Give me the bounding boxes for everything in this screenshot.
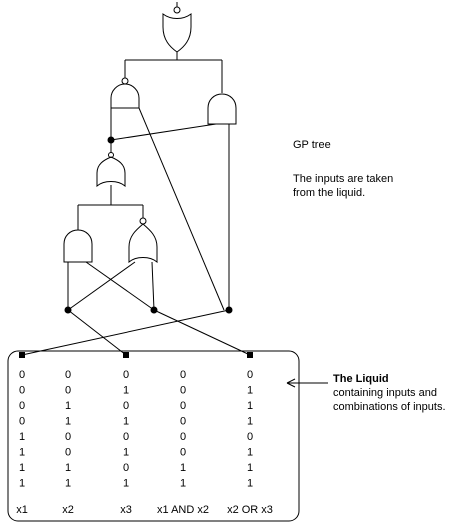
table-cell: 1 (65, 478, 71, 490)
table-cell: 0 (19, 400, 25, 412)
table-cell: 0 (180, 431, 186, 443)
table-column-header: x2 OR x3 (227, 504, 273, 516)
junction-node (107, 136, 115, 144)
table-cell: 1 (123, 385, 129, 397)
table-cell: 1 (123, 478, 129, 490)
bottom-left-and-gate (63, 229, 93, 263)
table-cell: 0 (65, 385, 71, 397)
table-cell: 0 (180, 385, 186, 397)
table-cell: 0 (19, 416, 25, 428)
table-cell: 1 (19, 431, 25, 443)
table-cell: 0 (65, 431, 71, 443)
table-cell: 1 (247, 400, 253, 412)
table-cell: 1 (180, 462, 186, 474)
root-or-gate (162, 2, 192, 53)
table-cell: 1 (65, 462, 71, 474)
liquid-pin-1 (19, 352, 25, 358)
left-and-gate (110, 77, 140, 109)
table-cell: 1 (247, 447, 253, 459)
gp-tree-description: The inputs are taken from the liquid. (293, 172, 443, 200)
table-column-header: x2 (62, 504, 74, 516)
table-column-header: x1 AND x2 (157, 504, 209, 516)
liquid-title: The Liquid (333, 373, 389, 385)
table-column-header: x1 (16, 504, 28, 516)
table-cell: 1 (247, 385, 253, 397)
table-cell: 0 (247, 431, 253, 443)
liquid-pin-3 (123, 352, 129, 358)
table-cell: 1 (247, 462, 253, 474)
gp-desc-line: The inputs are taken (293, 173, 394, 185)
table-cell: 1 (123, 447, 129, 459)
table-cell: 0 (180, 416, 186, 428)
liquid-description: containing inputs and combinations of in… (333, 386, 473, 414)
table-cell: 1 (247, 416, 253, 428)
table-cell: 1 (19, 462, 25, 474)
gp-desc-line: from the liquid. (293, 187, 366, 199)
table-cell: 0 (247, 369, 253, 381)
table-cell: 1 (19, 478, 25, 490)
input-node-1 (64, 306, 72, 314)
table-cell: 0 (123, 431, 129, 443)
bottom-right-or-gate (128, 217, 158, 264)
table-cell: 0 (180, 447, 186, 459)
middle-or-gate (96, 152, 126, 188)
liquid-desc-line: containing inputs and (333, 387, 437, 399)
table-cell: 1 (180, 478, 186, 490)
table-cell: 0 (65, 447, 71, 459)
liquid-table: 0 0 0 0 0 0 0 1 0 1 0 1 0 0 1 0 1 1 0 1 1 0 0 0 0 1 0 1 0 1 1 1 0 1 1 1 1 1 1 1… (16, 369, 273, 516)
table-cell: 0 (180, 369, 186, 381)
table-cell: 0 (19, 369, 25, 381)
liquid-box (7, 350, 300, 522)
table-cell: 0 (123, 462, 129, 474)
gp-tree-title: GP tree (293, 139, 331, 151)
input-node-3 (225, 306, 233, 314)
arrow-icon (286, 378, 328, 388)
table-cell: 0 (123, 400, 129, 412)
liquid-desc-line: combinations of inputs. (333, 401, 446, 413)
right-and-gate (207, 93, 237, 125)
table-cell: 1 (19, 447, 25, 459)
table-cell: 1 (123, 416, 129, 428)
input-node-2 (150, 306, 158, 314)
table-cell: 1 (65, 400, 71, 412)
table-cell: 0 (19, 385, 25, 397)
table-column-header: x3 (120, 504, 132, 516)
table-cell: 0 (123, 369, 129, 381)
table-cell: 1 (65, 416, 71, 428)
table-cell: 0 (65, 369, 71, 381)
liquid-pin-5 (247, 352, 253, 358)
table-cell: 1 (247, 478, 253, 490)
table-cell: 0 (180, 400, 186, 412)
